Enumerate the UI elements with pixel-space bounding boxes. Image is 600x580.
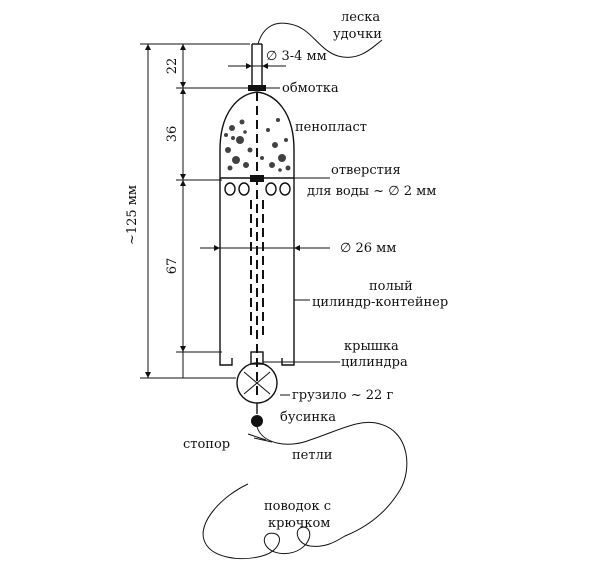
label-foam: пенопласт (295, 120, 367, 135)
label-stopper: стопор (183, 437, 230, 452)
dim-middle: 36 (165, 126, 180, 143)
dim-top: 22 (165, 58, 180, 75)
water-holes (224, 182, 291, 196)
label-cap-2: цилиндра (341, 355, 408, 370)
winding-band (248, 85, 266, 91)
label-line-1: леска (341, 10, 380, 25)
label-hollow-2: цилиндр-контейнер (312, 295, 448, 310)
label-cap-1: крышка (344, 339, 399, 354)
label-rod-diameter: ∅ 3-4 мм (266, 49, 327, 64)
label-leader-1: поводок с (264, 499, 331, 514)
stopper-marks (247, 433, 273, 443)
leader-line (202, 421, 408, 560)
label-winding: обмотка (282, 81, 339, 96)
label-cyl-diameter: ∅ 26 мм (340, 241, 396, 256)
label-leader-2: крючком (268, 516, 330, 531)
dimension-lines (140, 43, 330, 379)
dim-bottom: 67 (165, 258, 180, 275)
callout-lines (263, 87, 340, 396)
label-holes-2: для воды ~ ∅ 2 мм (307, 184, 436, 199)
label-loops: петли (292, 448, 332, 463)
label-hollow-1: полый (369, 279, 413, 294)
fishing-line (257, 22, 383, 58)
sinker-weight (236, 362, 278, 414)
dim-total: ~125 мм (125, 185, 140, 245)
label-sinker: грузило ~ 22 г (292, 388, 393, 403)
label-holes-1: отверстия (331, 163, 401, 178)
label-line-2: удочки (333, 27, 382, 42)
bead (251, 415, 263, 427)
label-bead: бусинка (280, 410, 336, 425)
foam-fill (224, 118, 291, 172)
